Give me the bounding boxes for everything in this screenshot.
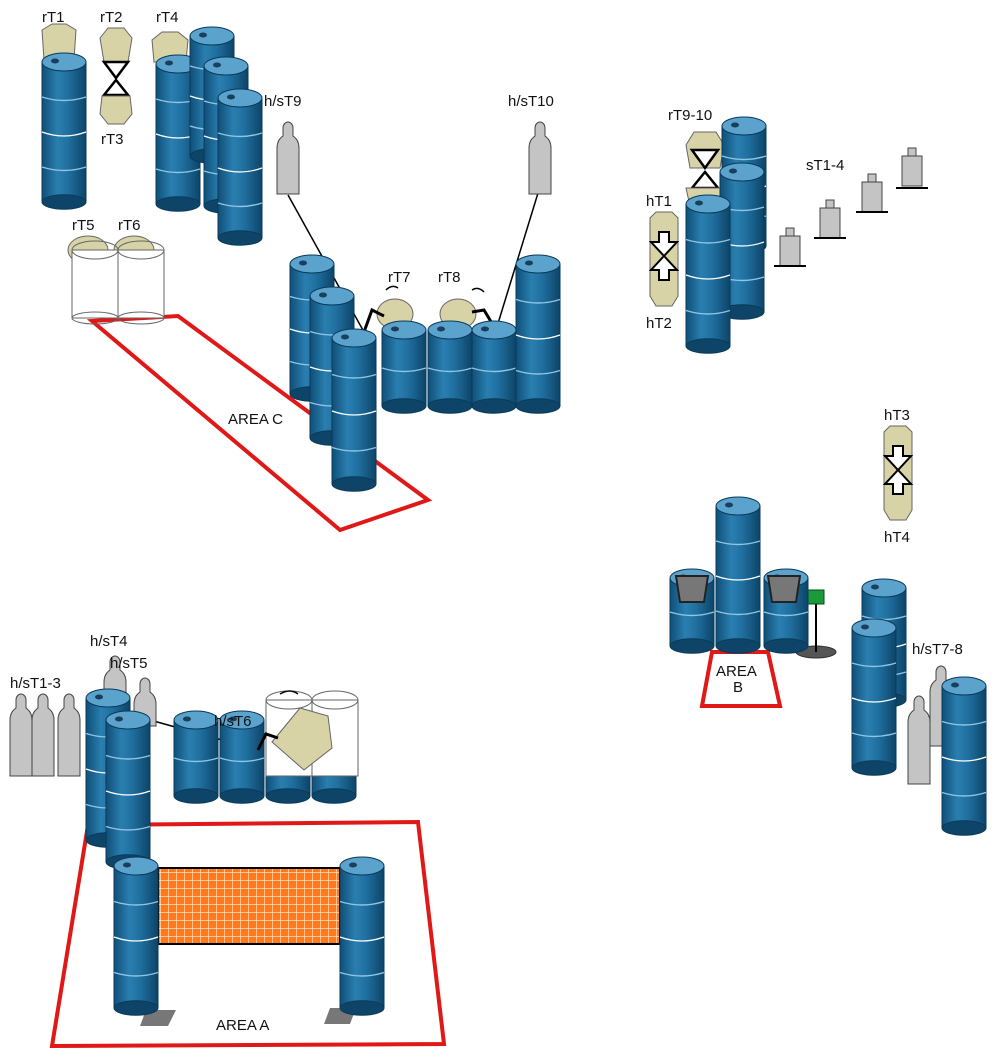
barrel: [331, 328, 377, 492]
label-rT5: rT5: [72, 217, 95, 234]
label-hT3: hT3: [884, 407, 910, 424]
barrel: [219, 710, 265, 804]
label-sT1-4: sT1-4: [806, 157, 844, 174]
target-rT4: [151, 31, 189, 63]
barrel: [715, 496, 761, 654]
target-rT2-rT3: [99, 27, 133, 125]
area-a-boundary: [49, 819, 447, 1049]
barrel: [113, 856, 159, 1016]
barrel: [217, 88, 263, 246]
target-hT1-hT2: [648, 211, 680, 307]
label-hT1: hT1: [646, 193, 672, 210]
empty-barrel-rT6: [117, 240, 165, 325]
area-b-label-line2: B: [733, 679, 743, 696]
net-barrier: [157, 867, 341, 945]
label-hT4: hT4: [884, 529, 910, 546]
area-b-label-line1: AREA: [716, 663, 757, 680]
label-hsT10: h/sT10: [508, 93, 554, 110]
label-hT2: hT2: [646, 315, 672, 332]
target-hsT6-assembly: [256, 690, 359, 777]
barrel: [941, 676, 987, 836]
silhouettes-hsT1-3: [9, 693, 81, 777]
barrel: [173, 710, 219, 804]
silhouette-hsT10: [528, 121, 552, 195]
plates-sT1-4: [774, 147, 928, 267]
target-hT3-hT4: [882, 425, 914, 521]
barrel: [381, 320, 427, 414]
buckets-area-b: [674, 575, 802, 603]
barrel: [105, 710, 151, 870]
label-rT7: rT7: [388, 269, 411, 286]
barrel: [339, 856, 385, 1016]
label-rT2: rT2: [100, 9, 123, 26]
label-hsT6: h/sT6: [214, 713, 252, 730]
label-hsT9: h/sT9: [264, 93, 302, 110]
label-hsT4: h/sT4: [90, 633, 128, 650]
label-rT8: rT8: [438, 269, 461, 286]
label-hsT7-8: h/sT7-8: [912, 641, 963, 658]
label-hsT5: h/sT5: [110, 655, 148, 672]
label-rT3: rT3: [101, 131, 124, 148]
barrel-layer: [41, 26, 987, 1016]
label-rT9-10: rT9-10: [668, 107, 712, 124]
silhouette-hsT9: [276, 121, 300, 195]
label-rT1: rT1: [42, 9, 65, 26]
barrel: [515, 254, 561, 414]
line-hsT10: [495, 179, 543, 331]
area-c-label: AREA C: [228, 411, 283, 428]
barrel: [41, 52, 87, 210]
barrel: [685, 194, 731, 354]
barrel: [427, 320, 473, 414]
barrel: [851, 618, 897, 776]
area-a-label: AREA A: [216, 1017, 269, 1034]
label-rT4: rT4: [156, 9, 179, 26]
barrel: [471, 320, 517, 414]
label-hsT1-3: h/sT1-3: [10, 675, 61, 692]
label-rT6: rT6: [118, 217, 141, 234]
empty-barrel-rT5: [71, 240, 119, 325]
